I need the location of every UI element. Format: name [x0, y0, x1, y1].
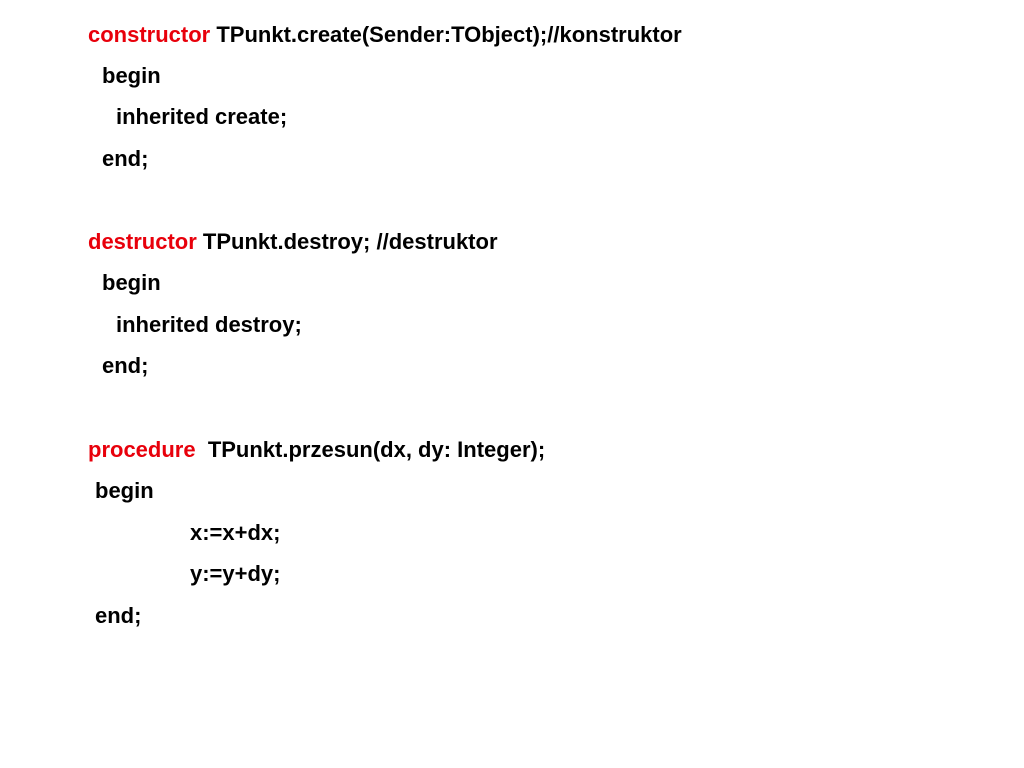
constructor-end: end;: [102, 146, 149, 171]
constructor-keyword: constructor: [88, 22, 211, 47]
procedure-keyword: procedure: [88, 437, 196, 462]
destructor-body: inherited destroy;: [116, 312, 302, 337]
procedure-header: procedure TPunkt.przesun(dx, dy: Integer…: [88, 437, 545, 463]
procedure-body-line: y:=y+dy;: [190, 561, 281, 586]
destructor-keyword: destructor: [88, 229, 197, 254]
destructor-signature: TPunkt.destroy; //destruktor: [196, 229, 498, 254]
constructor-begin: begin: [102, 63, 161, 88]
procedure-end: end;: [95, 603, 142, 628]
procedure-body-line: x:=x+dx;: [190, 520, 281, 545]
constructor-header: constructor TPunkt.create(Sender:TObject…: [88, 22, 682, 48]
procedure-signature: TPunkt.przesun(dx, dy: Integer);: [195, 437, 546, 462]
destructor-header: destructor TPunkt.destroy; //destruktor: [88, 229, 498, 255]
constructor-signature: TPunkt.create(Sender:TObject);//konstruk…: [210, 22, 682, 47]
constructor-body: inherited create;: [116, 104, 288, 129]
destructor-begin: begin: [102, 270, 161, 295]
destructor-end: end;: [102, 353, 149, 378]
procedure-begin: begin: [95, 478, 154, 503]
